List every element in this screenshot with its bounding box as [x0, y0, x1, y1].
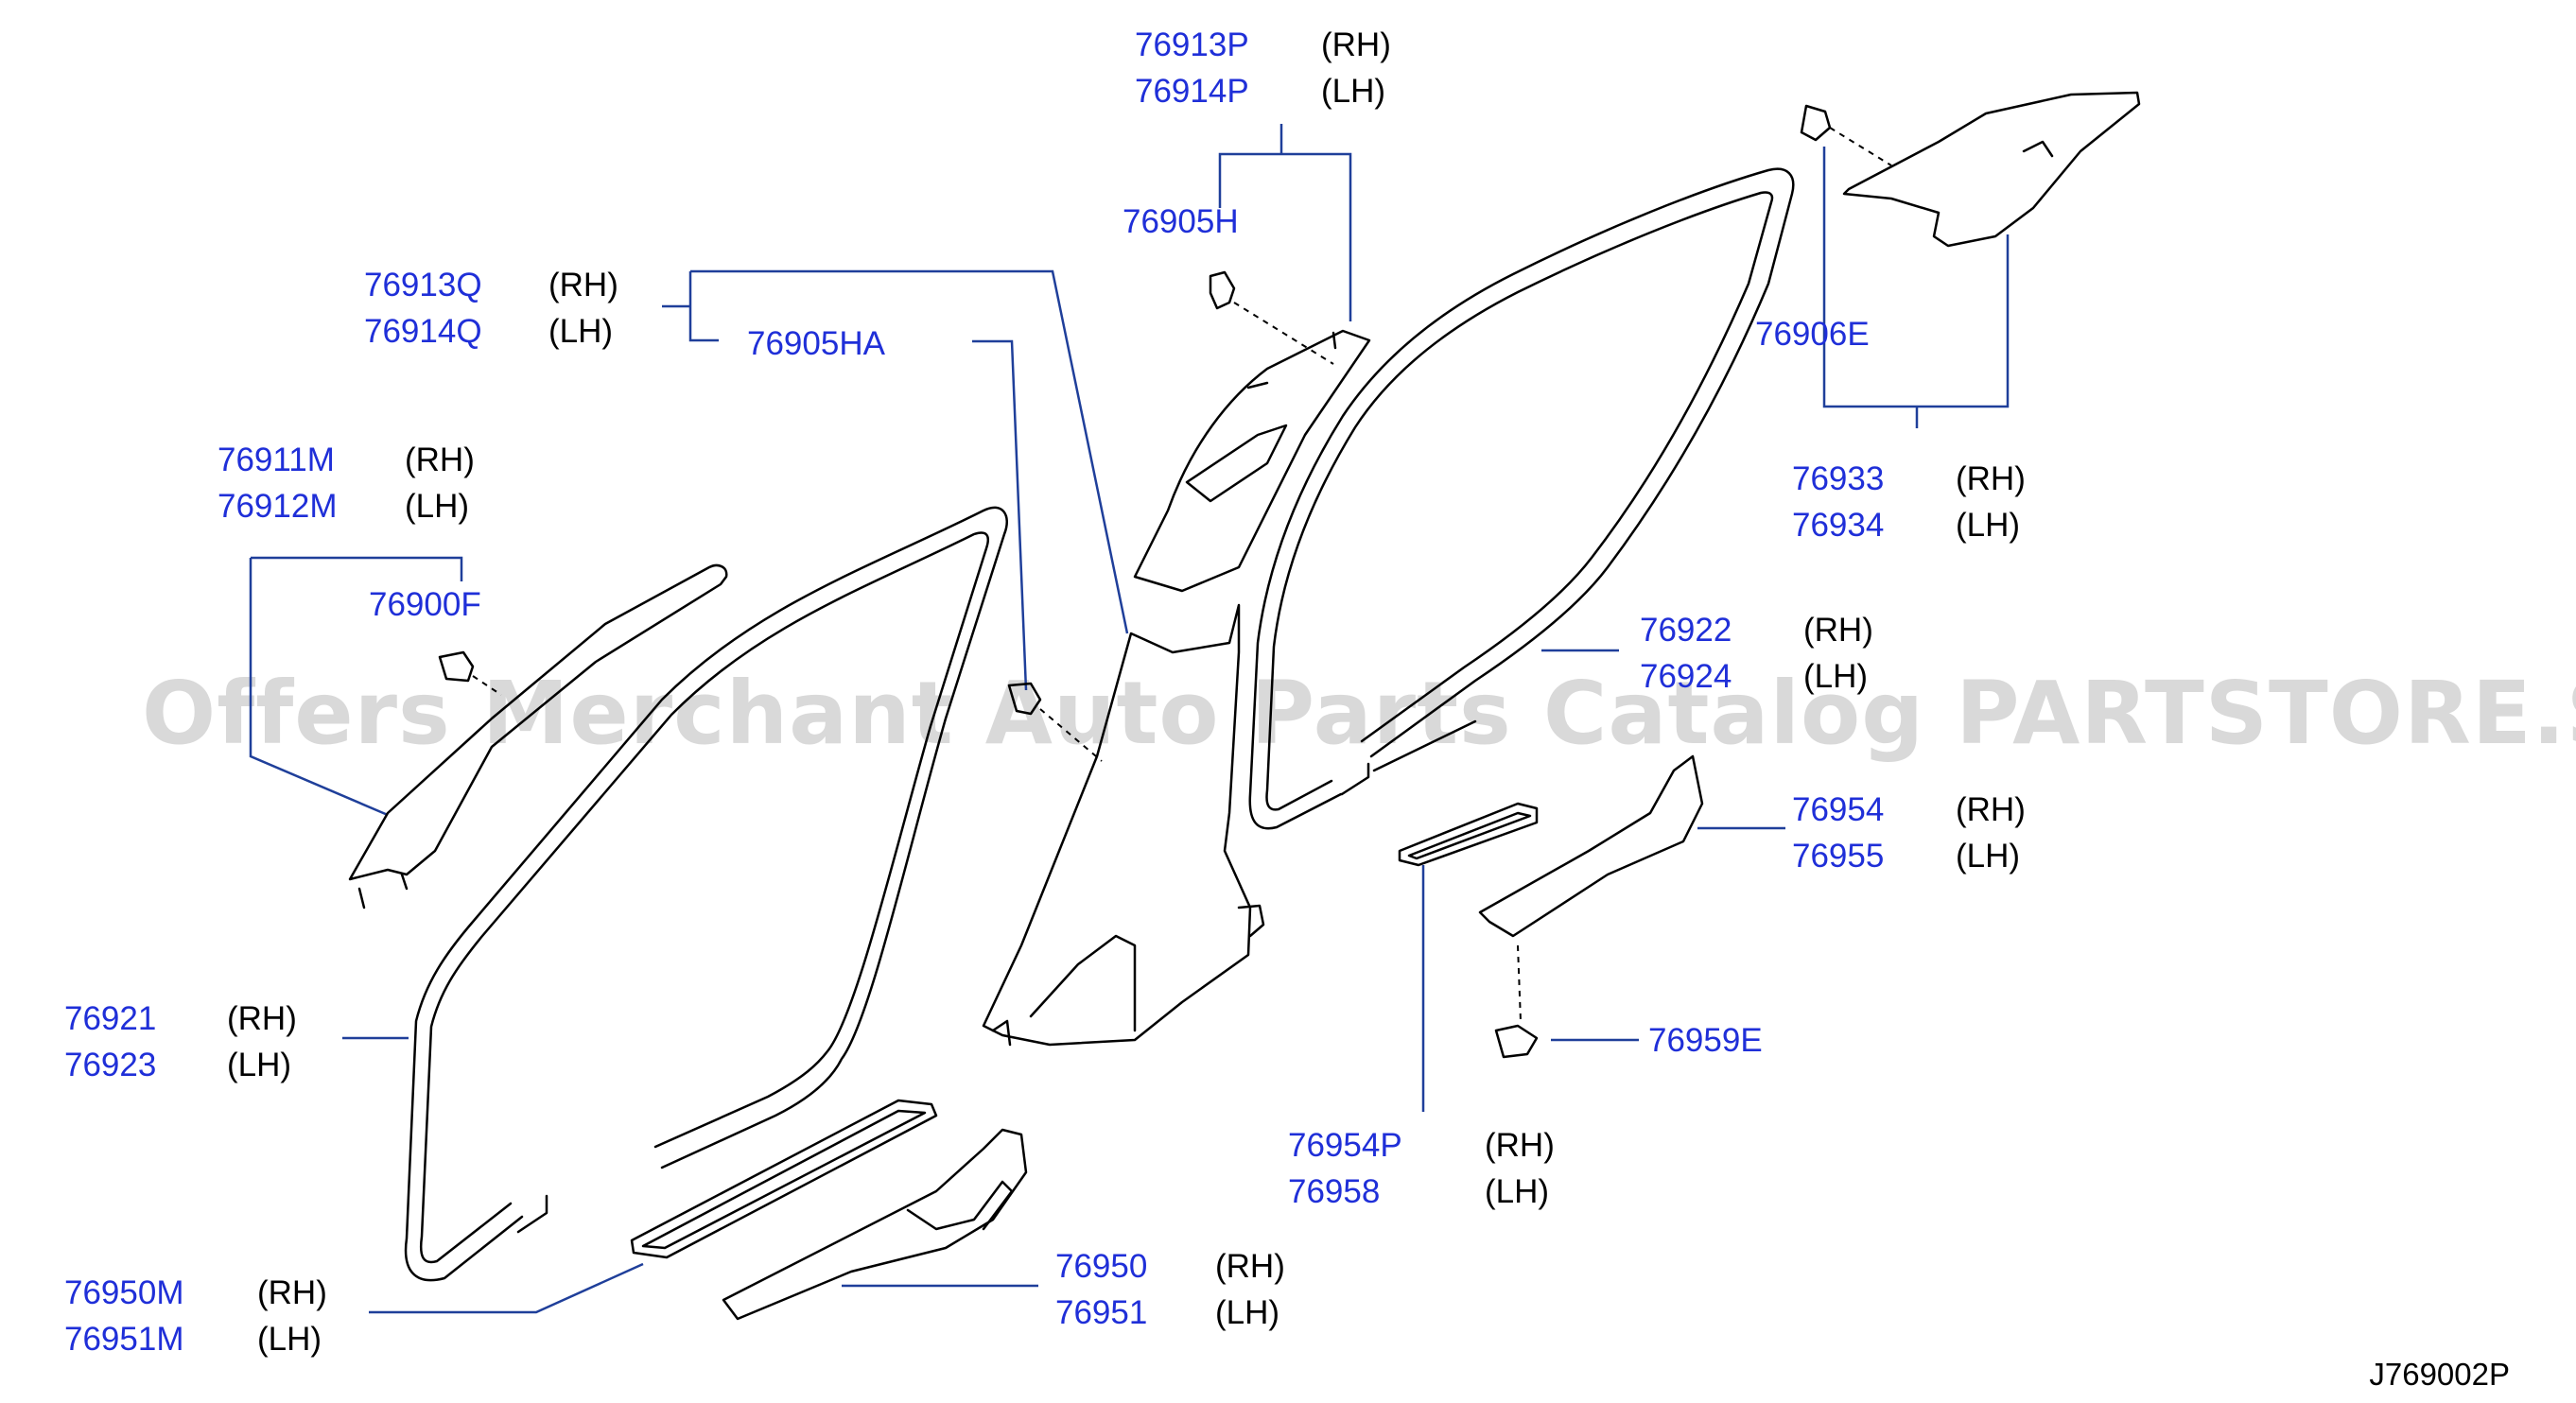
side-lh-76923: (LH)	[227, 1047, 292, 1083]
side-rh-76933: (RH)	[1956, 460, 2026, 497]
rear-kick-plate	[1398, 802, 1539, 867]
b-pillar-upper-trim	[1133, 329, 1371, 593]
clip-76905HA	[1007, 682, 1042, 716]
side-lh-76951M: (LH)	[257, 1321, 322, 1358]
part-outlines	[348, 91, 2141, 1321]
part-number-76954P[interactable]: 76954P	[1288, 1127, 1402, 1164]
part-number-76958[interactable]: 76958	[1288, 1173, 1381, 1210]
part-number-76914Q[interactable]: 76914Q	[364, 313, 482, 350]
part-number-76922[interactable]: 76922	[1640, 612, 1732, 649]
side-rh-76921: (RH)	[227, 1000, 297, 1037]
part-number-76914P[interactable]: 76914P	[1135, 73, 1249, 110]
part-number-76913Q[interactable]: 76913Q	[364, 267, 482, 303]
side-rh-76911M: (RH)	[405, 442, 475, 478]
clip-76905H	[1209, 270, 1236, 310]
clip-76900F	[438, 650, 475, 683]
side-rh-76950M: (RH)	[257, 1274, 327, 1311]
clip-76906E	[1800, 104, 1832, 142]
part-number-76951[interactable]: 76951	[1055, 1294, 1148, 1331]
rear-step-plate	[1478, 754, 1704, 938]
part-number-76951M[interactable]: 76951M	[64, 1321, 184, 1358]
rear-quarter-trim	[1842, 91, 2141, 248]
leader-lines	[249, 124, 2010, 1314]
side-lh-76955: (LH)	[1956, 838, 2021, 875]
watermark-text: Offers Merchant Auto Parts Catalog PARTS…	[142, 663, 2576, 764]
b-pillar-lower-trim	[982, 603, 1252, 1047]
dashed-guides	[472, 127, 1892, 1022]
leader-76933	[1822, 147, 2010, 428]
rear-door-weatherstrip	[1248, 167, 1795, 830]
part-number-76924[interactable]: 76924	[1640, 658, 1732, 695]
side-rh-76954P: (RH)	[1485, 1127, 1555, 1164]
part-number-76950[interactable]: 76950	[1055, 1248, 1148, 1285]
part-number-76900F[interactable]: 76900F	[369, 586, 481, 623]
front-step-plate	[722, 1128, 1028, 1321]
leader-76913Q	[662, 269, 1129, 634]
leader-76905HA	[972, 339, 1028, 691]
clip-76959E	[1494, 1024, 1539, 1059]
side-lh-76958: (LH)	[1485, 1173, 1550, 1210]
front-door-weatherstrip	[404, 506, 1008, 1282]
part-number-76911M[interactable]: 76911M	[218, 442, 335, 478]
part-number-76923[interactable]: 76923	[64, 1047, 157, 1083]
part-number-76933[interactable]: 76933	[1792, 460, 1885, 497]
side-lh-76934: (LH)	[1956, 507, 2021, 544]
leader-76913P	[1218, 124, 1352, 321]
side-lh-76914Q: (LH)	[548, 313, 614, 350]
leader-76950M	[369, 1262, 644, 1314]
part-number-76906E[interactable]: 76906E	[1755, 316, 1870, 353]
side-lh-76924: (LH)	[1803, 658, 1869, 695]
part-number-76905H[interactable]: 76905H	[1123, 203, 1239, 240]
part-number-76955[interactable]: 76955	[1792, 838, 1885, 875]
side-rh-76954: (RH)	[1956, 791, 2026, 828]
part-number-76913P[interactable]: 76913P	[1135, 26, 1249, 63]
side-rh-76922: (RH)	[1803, 612, 1873, 649]
side-rh-76913P: (RH)	[1321, 26, 1391, 63]
leader-76911M	[249, 556, 463, 817]
side-rh-76913Q: (RH)	[548, 267, 618, 303]
a-pillar-trim	[348, 563, 728, 881]
part-number-76912M[interactable]: 76912M	[218, 488, 338, 525]
part-number-76921[interactable]: 76921	[64, 1000, 157, 1037]
side-lh-76912M: (LH)	[405, 488, 470, 525]
part-number-76934[interactable]: 76934	[1792, 507, 1885, 544]
part-number-76950M[interactable]: 76950M	[64, 1274, 184, 1311]
part-number-76905HA[interactable]: 76905HA	[747, 325, 885, 362]
diagram-code: J769002P	[2369, 1357, 2510, 1392]
front-kick-plate	[630, 1099, 938, 1259]
side-rh-76950: (RH)	[1215, 1248, 1285, 1285]
part-number-76954[interactable]: 76954	[1792, 791, 1885, 828]
side-lh-76914P: (LH)	[1321, 73, 1386, 110]
side-lh-76951: (LH)	[1215, 1294, 1280, 1331]
part-number-76959E[interactable]: 76959E	[1648, 1022, 1763, 1059]
